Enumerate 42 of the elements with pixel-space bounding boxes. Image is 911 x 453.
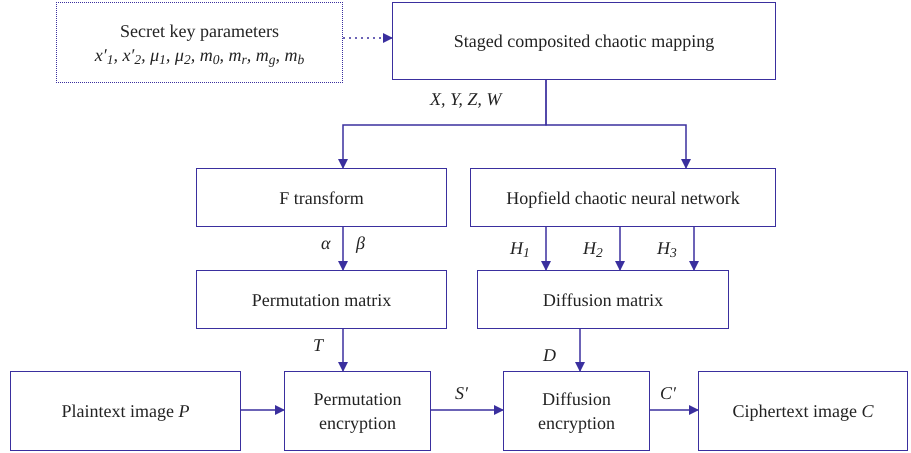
arrow (615, 227, 625, 271)
arrow (689, 227, 699, 271)
arrow (338, 227, 348, 271)
process-box (196, 168, 447, 227)
process-box (470, 168, 776, 227)
box-text: Diffusion matrix (542, 288, 664, 312)
edge-label: S′ (455, 382, 468, 404)
edge-label: H$_{2}$ (583, 237, 603, 259)
arrow (650, 405, 699, 415)
arrow (545, 80, 691, 169)
box-text: x′$_{1}$, x′$_{2}$, μ$_{1}$, μ$_{2}$, m$_{0}$, m$_{r}$, m$_{g}$, m$_{b}$ (94, 44, 304, 66)
process-box (392, 2, 776, 80)
arrow (241, 405, 285, 415)
edge-label: H$_{1}$ (510, 237, 530, 259)
arrow (541, 227, 551, 271)
edge-label: C′ (660, 382, 676, 404)
box-text: Staged composited chaotic mapping (454, 30, 714, 53)
box-text: Plaintext image P (62, 400, 190, 423)
edge-label: D (543, 344, 556, 366)
edge-label: X, Y, Z, W (430, 88, 502, 110)
parameter-label: β (356, 232, 365, 254)
arrow (575, 329, 585, 372)
process-box (10, 371, 241, 451)
box-text: Diffusion encryption (537, 388, 616, 435)
box-text: Permutation encryption (312, 388, 402, 435)
edge-label: H$_{3}$ (657, 237, 677, 259)
edge-label: T (313, 334, 324, 356)
process-box (196, 270, 447, 329)
box-text: Ciphertext image C (732, 400, 874, 423)
box-text: F transform (279, 186, 364, 210)
process-box (284, 371, 431, 451)
box-text: Permutation matrix (252, 288, 392, 312)
arrow (338, 329, 348, 372)
edge-label: α (321, 232, 330, 254)
box-text: Hopfield chaotic neural network (506, 186, 740, 210)
process-box (477, 270, 729, 329)
box-text: Secret key parameters (120, 20, 279, 42)
arrow (343, 33, 393, 43)
process-box (56, 2, 343, 83)
process-box (503, 371, 650, 451)
arrow (431, 405, 504, 415)
process-box (698, 371, 908, 451)
